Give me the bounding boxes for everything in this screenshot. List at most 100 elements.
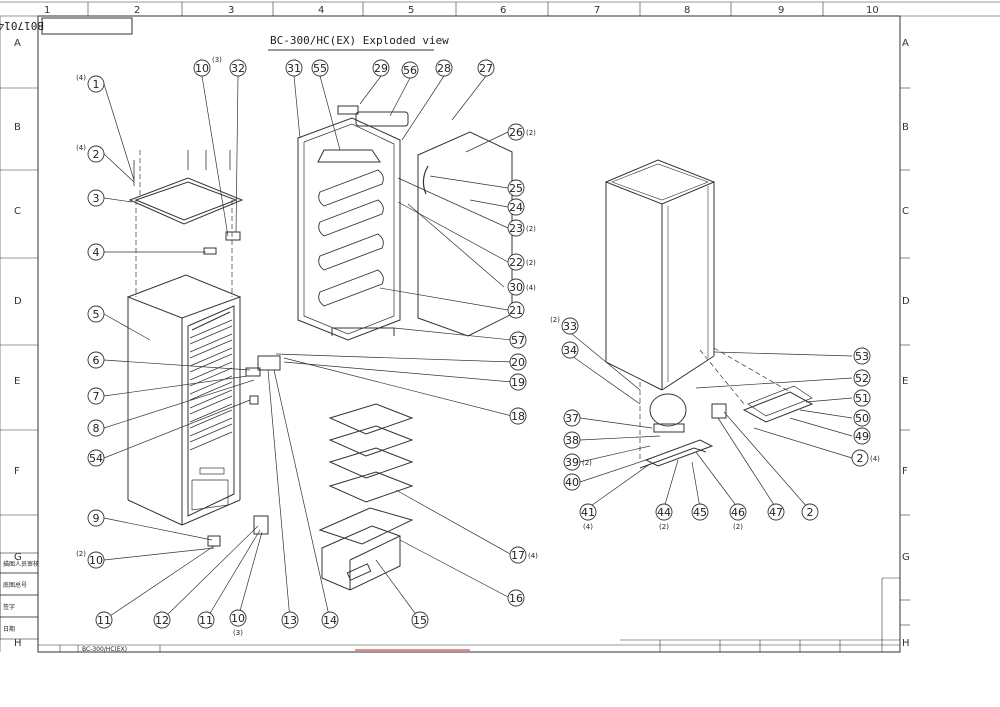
grid-column-label: 4 bbox=[318, 5, 324, 16]
part-number: 5 bbox=[93, 308, 100, 321]
part-number: 37 bbox=[565, 412, 579, 425]
part-number: 20 bbox=[511, 356, 525, 369]
part-callout-13: 13 bbox=[281, 611, 299, 629]
callout-bubble bbox=[509, 546, 527, 564]
part-number: 11 bbox=[199, 614, 213, 627]
part-callout-16: 16 bbox=[507, 589, 525, 607]
part-number: 30 bbox=[509, 281, 523, 294]
part-callout-2: 2(4) bbox=[851, 449, 880, 467]
part-number: 50 bbox=[855, 412, 869, 425]
side-label: 底图总号 bbox=[3, 581, 27, 589]
callout-bubble bbox=[853, 389, 871, 407]
callout-bubble bbox=[691, 503, 709, 521]
grid-row-label: A bbox=[14, 38, 21, 49]
grid-row-label-right: H bbox=[902, 638, 910, 649]
part-number: 56 bbox=[403, 64, 417, 77]
part-number: 22 bbox=[509, 256, 523, 269]
callout-bubble bbox=[87, 189, 105, 207]
callout-bubble bbox=[509, 353, 527, 371]
part-number: 1 bbox=[93, 78, 100, 91]
part-callout-55: 55 bbox=[311, 59, 329, 77]
part-number: 2 bbox=[857, 452, 864, 465]
part-callout-11: 11 bbox=[95, 611, 113, 629]
part-callout-39: 39(2) bbox=[563, 453, 592, 471]
part-number: 33 bbox=[563, 320, 577, 333]
callout-bubble bbox=[561, 341, 579, 359]
callout-bubble bbox=[767, 503, 785, 521]
part-quantity: (2) bbox=[550, 316, 560, 324]
part-number: 24 bbox=[509, 201, 523, 214]
part-number: 16 bbox=[509, 592, 523, 605]
grid-column-label: 8 bbox=[684, 5, 690, 16]
callout-bubble bbox=[401, 61, 419, 79]
grid-column-label: 1 bbox=[44, 5, 50, 16]
callout-bubble bbox=[411, 611, 429, 629]
callout-bubble bbox=[509, 373, 527, 391]
part-quantity: (2) bbox=[526, 129, 536, 137]
part-number: 45 bbox=[693, 506, 707, 519]
grid-row-label-right: C bbox=[902, 206, 909, 217]
part-quantity: (2) bbox=[526, 225, 536, 233]
part-callout-12: 12 bbox=[153, 611, 171, 629]
callout-bubble bbox=[87, 243, 105, 261]
part-quantity: (4) bbox=[528, 552, 538, 560]
part-number: 26 bbox=[509, 126, 523, 139]
part-callout-9: 9 bbox=[87, 509, 105, 527]
callout-bubble bbox=[87, 305, 105, 323]
callout-bubble bbox=[87, 419, 105, 437]
callout-bubble bbox=[507, 589, 525, 607]
part-quantity: (2) bbox=[659, 523, 669, 531]
part-callout-44: 44(2) bbox=[655, 503, 673, 531]
grid-row-label: D bbox=[14, 296, 22, 307]
callout-bubble bbox=[87, 449, 105, 467]
callout-bubble bbox=[229, 59, 247, 77]
grid-column-label: 10 bbox=[866, 5, 879, 16]
callout-bubble bbox=[507, 278, 525, 296]
part-number: 25 bbox=[509, 182, 523, 195]
callout-bubble bbox=[853, 369, 871, 387]
part-number: 13 bbox=[283, 614, 297, 627]
part-number: 52 bbox=[855, 372, 869, 385]
part-number: 40 bbox=[565, 476, 579, 489]
callout-bubble bbox=[507, 123, 525, 141]
part-callout-1: 1 (4) bbox=[76, 74, 105, 93]
drawing-frame bbox=[37, 15, 901, 653]
part-callout-19: 19 bbox=[509, 373, 527, 391]
part-callout-31: 31 bbox=[285, 59, 303, 77]
grid-row-label: B bbox=[14, 122, 21, 133]
part-callout-37: 37 bbox=[563, 409, 581, 427]
part-callout-40: 40 bbox=[563, 473, 581, 491]
part-callout-20: 20 bbox=[509, 353, 527, 371]
part-callout-38: 38 bbox=[563, 431, 581, 449]
part-number: 6 bbox=[93, 354, 100, 367]
part-quantity: (4) bbox=[526, 284, 536, 292]
part-quantity: (4) bbox=[76, 74, 86, 82]
grid-column-label: 9 bbox=[778, 5, 784, 16]
part-number: 18 bbox=[511, 410, 525, 423]
part-number: 38 bbox=[565, 434, 579, 447]
part-callout-6: 6 bbox=[87, 351, 105, 369]
part-number: 47 bbox=[769, 506, 783, 519]
part-number: 41 bbox=[581, 506, 595, 519]
part-callout-57: 57 bbox=[509, 331, 527, 349]
side-label: 描图人员审核 bbox=[3, 560, 39, 568]
part-number: 19 bbox=[511, 376, 525, 389]
part-number: 34 bbox=[563, 344, 577, 357]
part-callout-29: 29 bbox=[372, 59, 390, 77]
part-number: 2 bbox=[93, 148, 100, 161]
callout-bubble bbox=[579, 503, 597, 521]
cabinet-rear bbox=[604, 159, 814, 469]
part-callout-47: 47 bbox=[767, 503, 785, 521]
part-callout-28: 28 bbox=[435, 59, 453, 77]
part-callout-54: 54 bbox=[87, 449, 105, 467]
part-callout-11: 11 bbox=[197, 611, 215, 629]
part-callout-2: 2(4) bbox=[76, 144, 105, 163]
callout-bubble bbox=[311, 59, 329, 77]
part-quantity: (2) bbox=[526, 259, 536, 267]
callout-bubble bbox=[229, 609, 247, 627]
part-number: 57 bbox=[511, 334, 525, 347]
part-quantity: (2) bbox=[733, 523, 743, 531]
callout-bubble bbox=[853, 427, 871, 445]
part-number: 8 bbox=[93, 422, 100, 435]
callout-bubble bbox=[477, 59, 495, 77]
